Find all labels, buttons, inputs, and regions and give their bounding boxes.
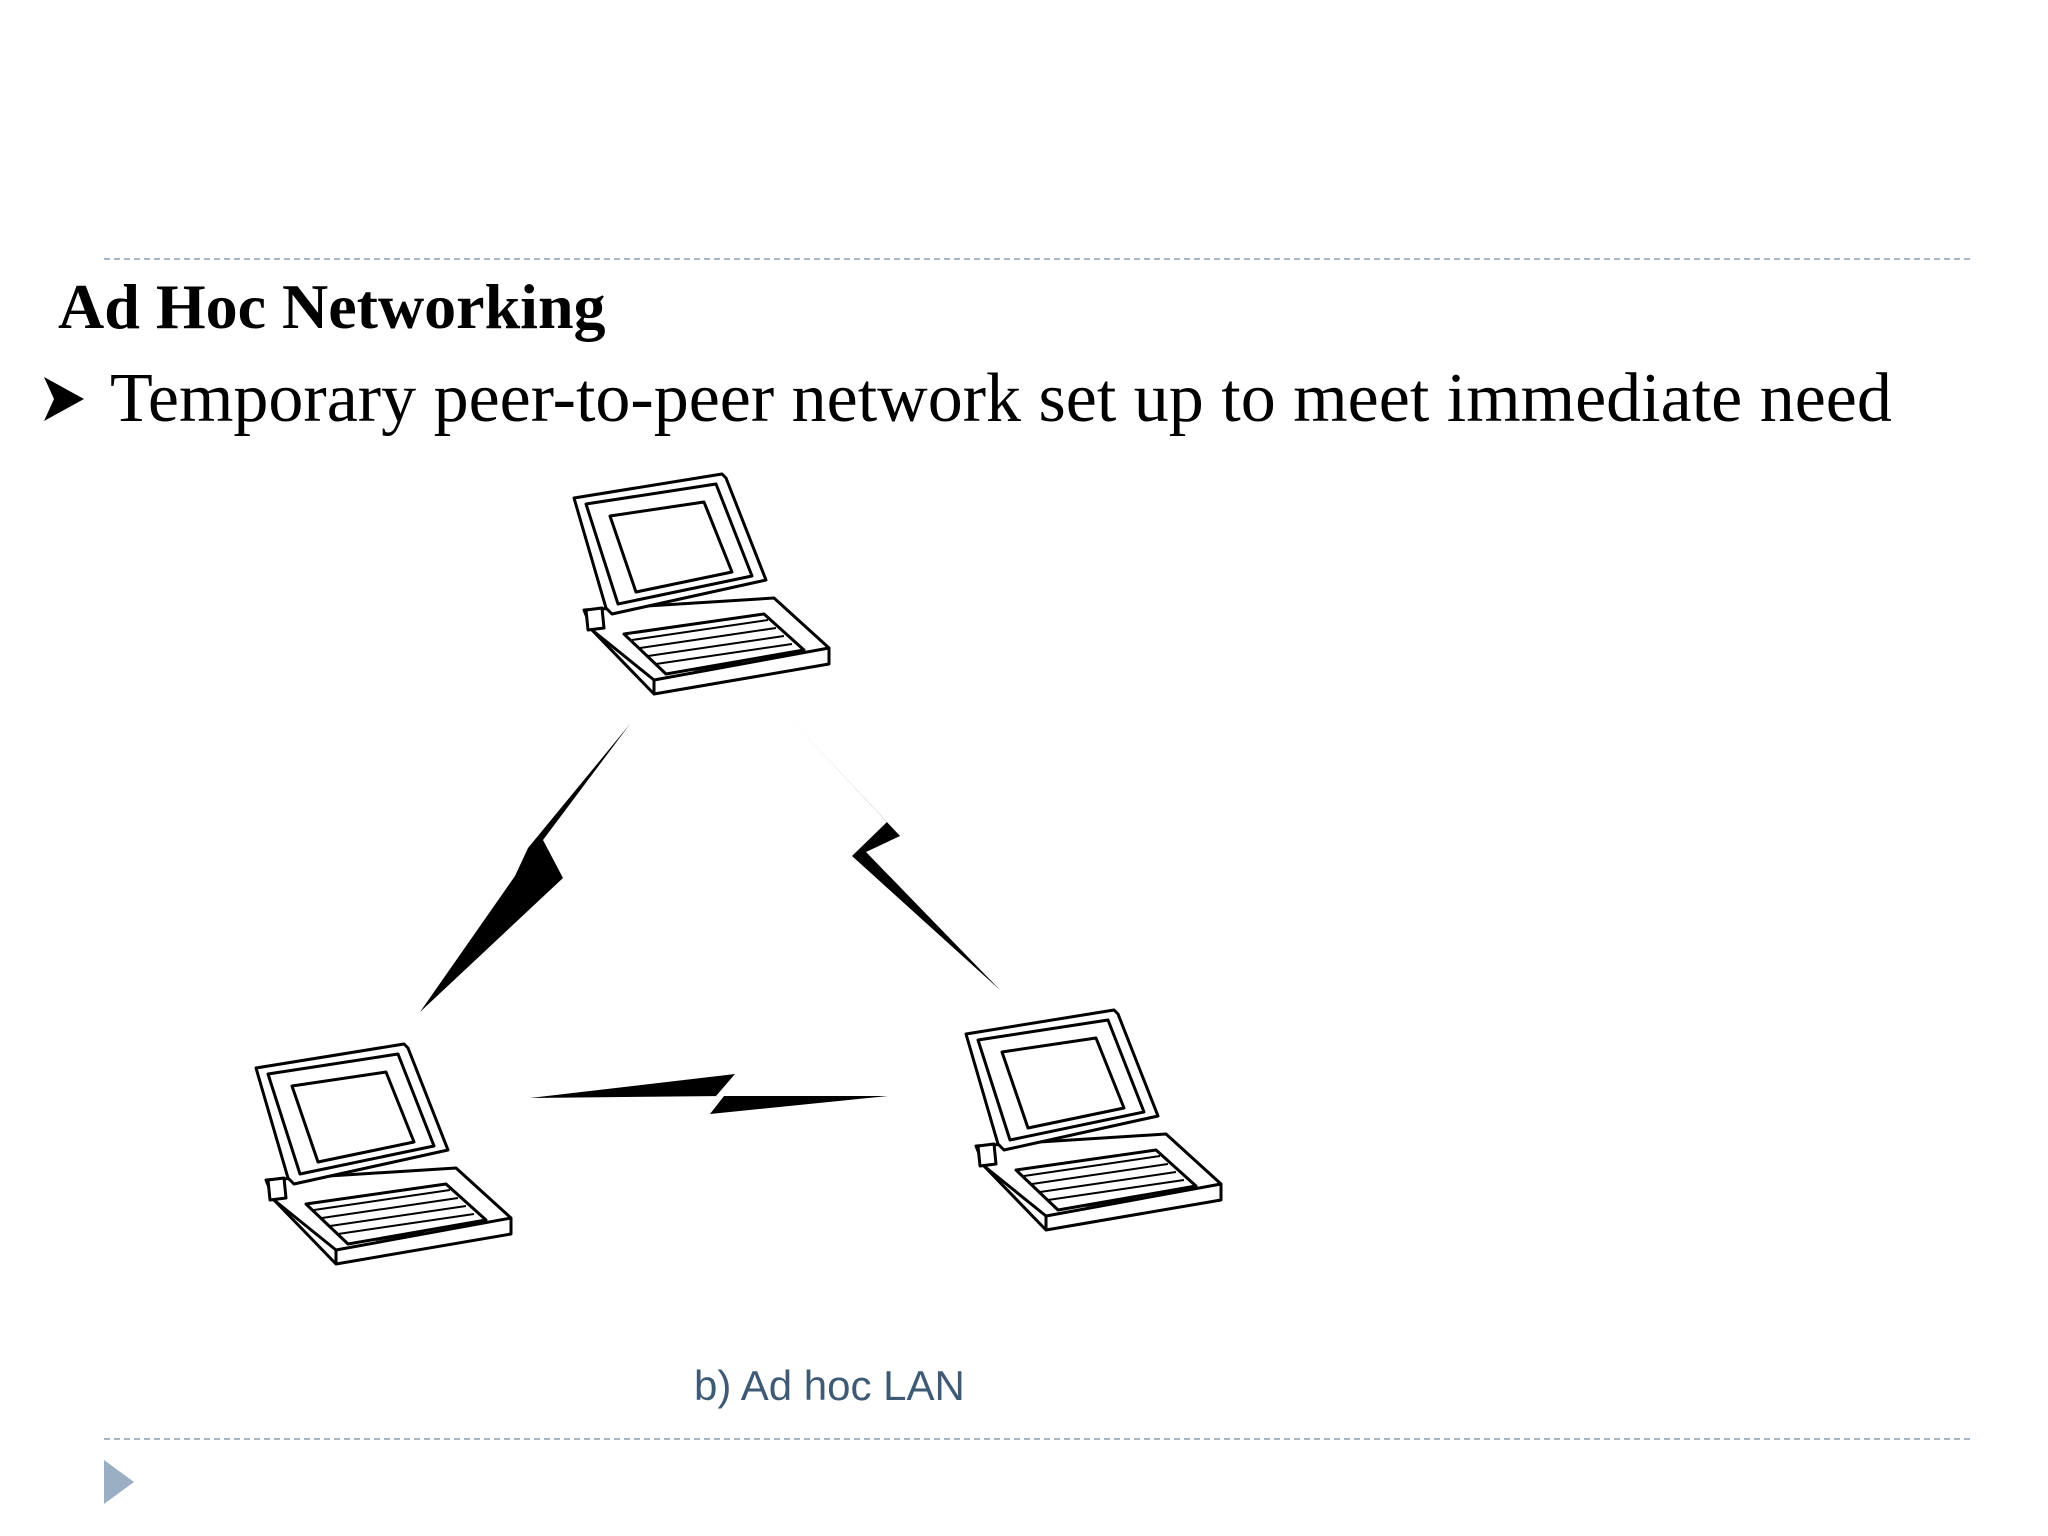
wireless-link-top-right [780, 708, 1000, 990]
wireless-link-bottom [530, 1074, 888, 1114]
laptop-bottom-right [964, 1008, 1223, 1232]
top-divider [104, 258, 1970, 260]
slide-title: Ad Hoc Networking [58, 271, 606, 342]
laptop-bottom-left [254, 1042, 513, 1266]
wireless-link-top-left [420, 724, 630, 1012]
diagram-caption: b) Ad hoc LAN [694, 1362, 965, 1409]
triangle-next-icon[interactable] [104, 1460, 134, 1504]
arrowhead-bullet-icon [44, 376, 84, 421]
bullet-text: Temporary peer-to-peer network set up to… [110, 360, 1892, 437]
laptop-top [572, 472, 831, 696]
bottom-divider [104, 1438, 1970, 1440]
bullet-item: Temporary peer-to-peer network set up to… [40, 360, 1892, 437]
